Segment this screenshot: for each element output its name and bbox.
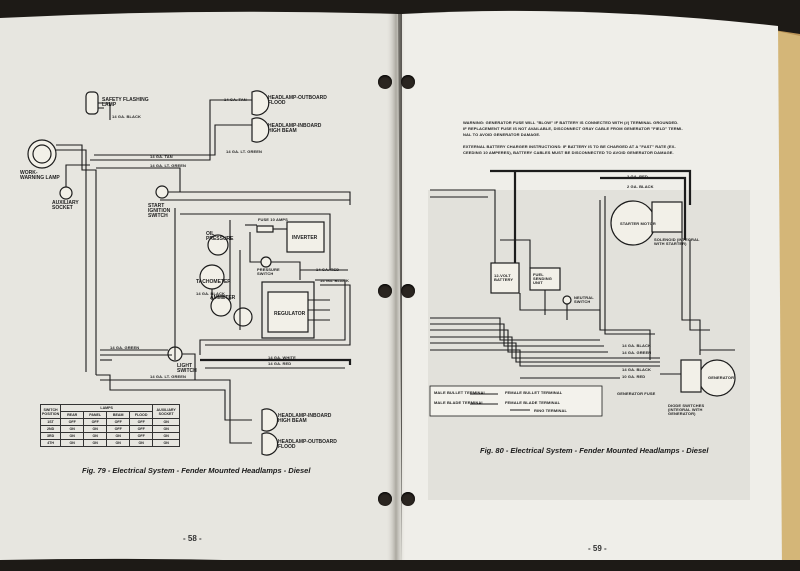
label-fuel-sending-unit: FUEL SENDING UNIT — [533, 272, 552, 285]
wire-label: 14 GA. BLACK — [622, 367, 651, 372]
binder-hole — [401, 284, 415, 298]
wire-label: 2 GA. RED — [627, 174, 648, 179]
wire-label: 14 GA. GREEN — [110, 345, 140, 350]
binder-hole — [378, 284, 392, 298]
label-work-warning-lamp: WORK-WARNING LAMP — [20, 170, 60, 181]
label-ammeter: AMMETER — [210, 295, 236, 301]
label-diode-switches: DIODE SWITCHES (INTEGRAL WITH GENERATOR) — [668, 403, 705, 416]
wire-label: 14 GA. BLACK — [112, 114, 141, 119]
label-safety-flashing-lamp: SAFETY FLASHING LAMP — [102, 97, 149, 108]
label-battery: 12-VOLT BATTERY — [494, 273, 514, 282]
lamp-switch-table: SWITCH POSITION LAMPS AUXILIARY SOCKET R… — [39, 404, 181, 447]
wire-label: 14 GA. BLACK — [622, 343, 651, 348]
wire-label: 14 GA. BLACK — [320, 278, 349, 283]
label-headlamp-inboard-high-beam: HEADLAMP-INBOARD HIGH BEAM — [268, 123, 322, 134]
label-start-ignition-switch: START IGNITION SWITCH — [148, 203, 171, 219]
label-pressure-switch: PRESSURE SWITCH — [257, 267, 280, 276]
charger-line: EXTERNAL BATTERY CHARGER INSTRUCTIONS: I… — [463, 144, 676, 149]
page-number-right: - 59 - — [588, 544, 607, 553]
label-oil-pressure: OIL PRESSURE — [206, 231, 234, 242]
label-generator-fuse: GENERATOR FUSE — [617, 391, 656, 396]
binder-hole — [378, 75, 392, 89]
wire-label: 14 GA. TAN — [224, 97, 247, 102]
warning-line: NAL TO AVOID GENERATOR DAMAGE. — [463, 132, 541, 137]
wire-label: 14 GA. GREEN — [622, 350, 652, 355]
label-generator: GENERATOR — [708, 375, 735, 380]
wire-label: 14 GA. LT. GREEN — [226, 149, 262, 154]
legend-male-blade: MALE BLADE TERMINAL — [434, 400, 484, 405]
wire-label: 14 GA. TAN — [150, 154, 173, 159]
charger-line: CEEDING 10 AMPERES), BATTERY CABLES MUST… — [463, 150, 674, 155]
binder-hole — [401, 492, 415, 506]
label-inverter: INVERTER — [292, 235, 318, 241]
label-neutral-switch: NEUTRAL SWITCH — [574, 295, 594, 304]
wire-label: 14 GA. RED — [268, 361, 292, 366]
wire-label: 2 GA. BLACK — [627, 184, 654, 189]
legend-ring: RING TERMINAL — [534, 408, 568, 413]
wire-label: 14 GA. BLACK — [196, 291, 225, 296]
legend-male-bullet: MALE BULLET TERMINAL — [434, 390, 486, 395]
wire-label: 14 GA. LT. GREEN — [150, 163, 186, 168]
legend-female-bullet: FEMALE BULLET TERMINAL — [505, 390, 563, 395]
label-auxiliary-socket: AUXILIARY SOCKET — [52, 200, 79, 211]
label-fuse: FUSE 10 AMPS — [258, 217, 288, 222]
figure-caption-right: Fig. 80 - Electrical System - Fender Mou… — [480, 446, 709, 455]
warning-line: IF REPLACEMENT FUSE IS NOT AVAILABLE, DI… — [463, 126, 683, 131]
label-starter-motor: STARTER MOTOR — [620, 221, 656, 226]
wire-label: 10 GA. RED — [622, 374, 646, 379]
warning-line: WARNING: GENERATOR FUSE WILL "BLOW" IF B… — [463, 120, 679, 125]
wire-label: 14 GA. LT. GREEN — [150, 374, 186, 379]
label-headlamp-inboard-high-beam-2: HEADLAMP-INBOARD HIGH BEAM — [278, 413, 332, 424]
wire-label: 14 GA. RED — [316, 267, 340, 272]
label-headlamp-outboard-flood: HEADLAMP-OUTBOARD FLOOD — [268, 95, 327, 106]
binder-hole — [378, 492, 392, 506]
legend-female-blade: FEMALE BLADE TERMINAL — [505, 400, 561, 405]
wire-label: 14 GA. WHITE — [268, 355, 296, 360]
label-solenoid: SOLENOID (INTEGRAL WITH STARTER) — [654, 237, 700, 246]
label-headlamp-outboard-flood-2: HEADLAMP-OUTBOARD FLOOD — [278, 439, 337, 450]
label-light-switch: LIGHT SWITCH — [177, 363, 197, 374]
page-number-left: - 58 - — [183, 534, 202, 543]
figure-caption-left: Fig. 79 - Electrical System - Fender Mou… — [82, 466, 311, 475]
label-regulator: REGULATOR — [274, 311, 306, 317]
binder-hole — [401, 75, 415, 89]
label-tachometer: TACHOMETER — [196, 279, 231, 285]
